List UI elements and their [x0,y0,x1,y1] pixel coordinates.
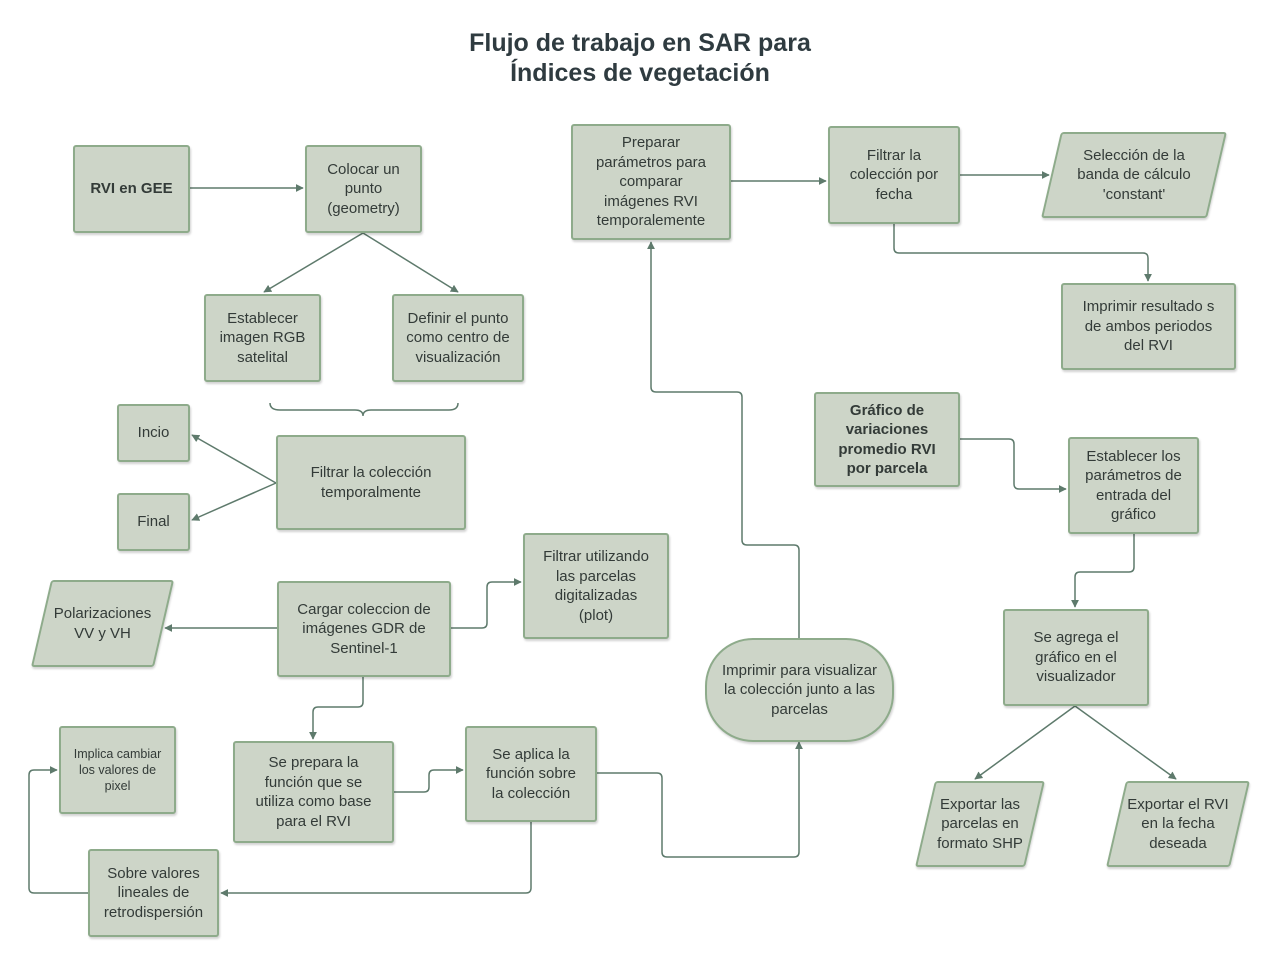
edge-cargar-to-prepara [309,677,364,740]
title-line-2: Índices de vegetación [510,59,770,87]
edge-filtrar-to-incio [191,434,277,484]
edge-grafico-to-parametros [960,438,1067,493]
node-incio: Incio [117,404,190,462]
edge-filtrar-to-final [191,482,277,521]
node-final: Final [117,493,190,551]
edge-agrega-to-rvi [1074,705,1177,780]
diagram-title: Flujo de trabajo en SAR para Índices de … [340,28,940,88]
edge-aplica-to-imprimir [597,741,803,858]
edge-colocar-to-rgb [263,232,364,293]
edge-agrega-to-shp [974,705,1076,780]
edge-cargar-to-filtrar-parcelas [451,578,522,629]
edge-imprimir-to-preparar [647,241,800,638]
node-rvi-en-gee: RVI en GEE [73,145,190,233]
title-line-1: Flujo de trabajo en SAR para [469,29,811,57]
edge-fecha-to-imprimir-resultados [893,224,1152,282]
edge-valores-to-implica [28,766,88,894]
edge-colocar-to-definir [362,232,459,293]
edge-aplica-to-valores [220,822,532,897]
edge-prepara-to-aplica [394,766,464,793]
grouping-brace [269,402,459,417]
edge-parametros-to-agrega [1071,534,1135,608]
